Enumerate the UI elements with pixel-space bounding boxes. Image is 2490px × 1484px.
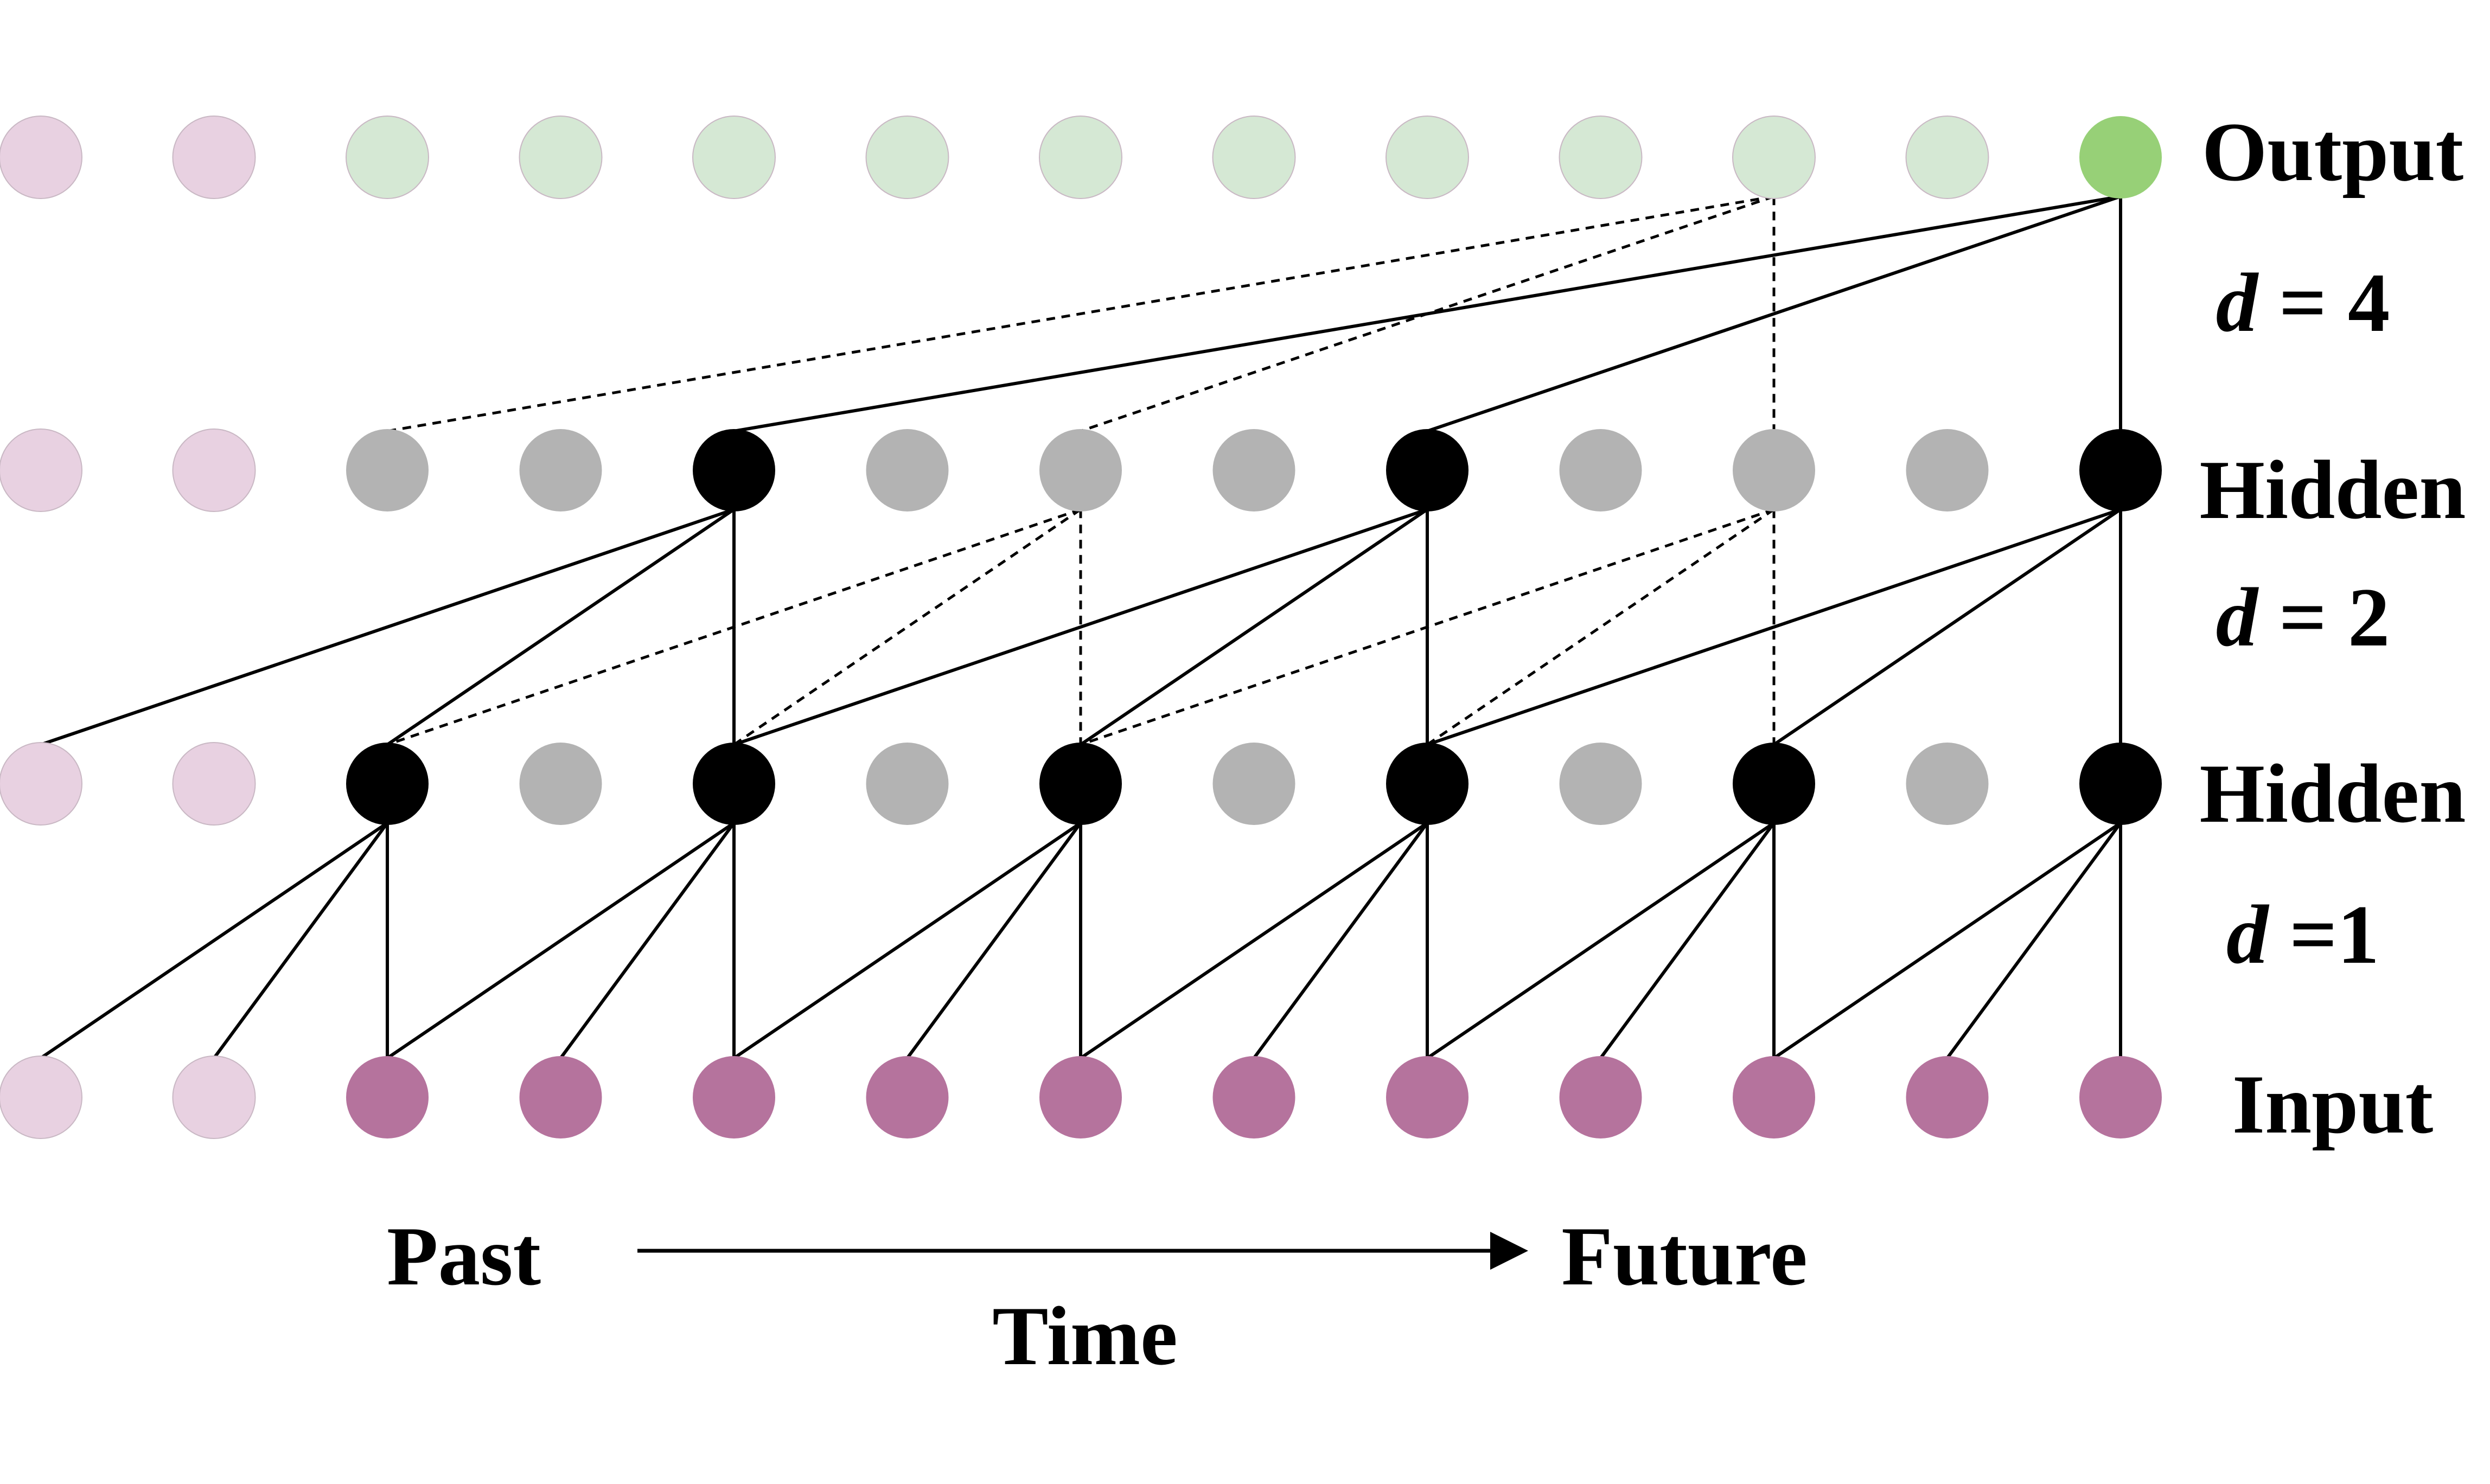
dilation-variable: d [2216,571,2259,664]
dashed-connection [387,195,1774,433]
hidden-d1-node-active [1039,743,1122,825]
hidden-d1-node-padding [172,742,256,826]
output-node-active [2079,116,2162,199]
input-node-active [693,1056,775,1138]
solid-connection [733,508,1428,746]
hidden-d2-node-padding [172,428,256,512]
dilation-value: = 2 [2258,571,2390,664]
output-node-inactive [1905,116,1989,199]
hidden-d2-node-inactive [866,429,949,511]
hidden-d1-node-padding [0,742,82,826]
solid-connection [213,822,389,1059]
dashed-connection [733,508,1082,746]
hidden-d2-node-active [2079,429,2162,511]
label-output: Output [2202,105,2463,199]
label-dilation-4: d = 4 [2216,256,2390,349]
input-node-active [346,1056,429,1138]
output-node-inactive [519,116,603,199]
input-node-active [866,1056,949,1138]
solid-connection [733,195,2121,433]
connection-edges [40,195,2122,1060]
hidden-d2-node-inactive [519,429,602,511]
solid-connection [1946,822,2122,1059]
output-node-padding [172,116,256,199]
solid-connection [1253,822,1429,1059]
hidden-d2-node-inactive [1733,429,1815,511]
output-node-padding [0,116,82,199]
hidden-d2-node-inactive [1906,429,1989,511]
solid-connection [733,821,1082,1060]
input-node-padding [172,1056,256,1139]
label-hidden-top: Hidden [2199,443,2466,536]
hidden-d2-node-inactive [1212,429,1295,511]
hidden-d2-node-active [1386,429,1469,511]
input-node-active [1559,1056,1642,1138]
label-dilation-2: d = 2 [2216,571,2390,664]
solid-connection [1599,822,1776,1059]
hidden-d1-node-inactive [519,743,602,825]
label-past: Past [387,1210,541,1303]
output-node-inactive [1039,116,1122,199]
output-node-inactive [1386,116,1469,199]
solid-connection [40,821,388,1060]
hidden-d1-node-inactive [1212,743,1295,825]
solid-connection [40,508,735,746]
network-nodes [0,116,2162,1139]
hidden-d1-node-active [2079,743,2162,825]
output-node-inactive [1559,116,1643,199]
output-node-inactive [346,116,429,199]
solid-connection [559,822,736,1059]
label-time: Time [992,1289,1178,1383]
dilation-value: = 4 [2258,256,2390,349]
dilation-value: =1 [2268,888,2379,981]
output-node-inactive [1212,116,1296,199]
dashed-connection [1426,508,1775,746]
label-hidden-bottom: Hidden [2199,747,2466,840]
solid-connection [1427,508,2121,746]
hidden-d2-node-inactive [1039,429,1122,511]
hidden-d1-node-inactive [1906,743,1989,825]
hidden-d1-node-active [1386,743,1469,825]
hidden-d1-node-inactive [866,743,949,825]
solid-connection [386,821,735,1060]
input-node-active [519,1056,602,1138]
solid-connection [386,508,735,746]
hidden-d2-node-padding [0,428,82,512]
solid-connection [1080,508,1428,746]
solid-connection [1427,195,2121,433]
solid-connection [1773,821,2122,1060]
input-node-active [1039,1056,1122,1138]
hidden-d1-node-active [1733,743,1815,825]
solid-connection [1080,821,1428,1060]
solid-connection [1426,821,1775,1060]
hidden-d2-node-active [693,429,775,511]
input-node-active [1212,1056,1295,1138]
output-node-inactive [865,116,949,199]
label-dilation-1: d =1 [2226,888,2379,981]
dilation-variable: d [2226,888,2270,981]
input-node-active [2079,1056,2162,1138]
input-node-active [1906,1056,1989,1138]
input-node-active [1386,1056,1469,1138]
input-node-active [1733,1056,1815,1138]
label-input: Input [2232,1058,2434,1151]
solid-connection [1773,508,2122,746]
output-node-inactive [1732,116,1816,199]
output-node-inactive [692,116,776,199]
label-future: Future [1561,1210,1808,1303]
hidden-d2-node-inactive [346,429,429,511]
hidden-d1-node-active [693,743,775,825]
hidden-d1-node-inactive [1559,743,1642,825]
input-node-padding [0,1056,82,1139]
hidden-d1-node-active [346,743,429,825]
solid-connection [906,822,1082,1059]
dilation-variable: d [2216,256,2259,349]
hidden-d2-node-inactive [1559,429,1642,511]
